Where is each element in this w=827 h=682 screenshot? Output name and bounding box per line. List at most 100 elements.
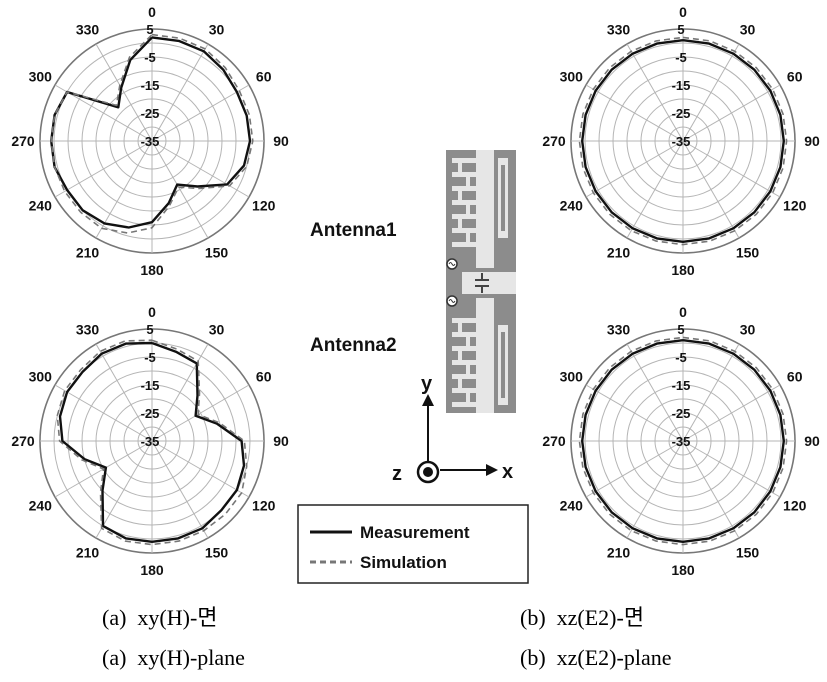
angle-label: 270 (11, 133, 35, 149)
grid-spoke (626, 343, 684, 442)
series-simulation-line (50, 33, 254, 234)
angle-label: 90 (273, 133, 289, 149)
angle-label: 30 (209, 321, 225, 337)
radial-label: -35 (672, 134, 691, 149)
series-measurement-line (581, 339, 785, 543)
series-measurement-line (581, 39, 785, 244)
radial-label: -25 (141, 106, 160, 121)
angle-label: 330 (76, 321, 100, 337)
caption-b-english: (b) xz(E2)-plane (520, 645, 672, 670)
angle-label: 240 (560, 198, 584, 214)
angle-label: 300 (560, 69, 584, 85)
radial-label: -15 (672, 378, 691, 393)
series-simulation-line (578, 336, 788, 546)
angle-label: 150 (205, 245, 229, 261)
grid-spoke (151, 43, 209, 142)
angle-label: 150 (205, 545, 229, 561)
radial-label: -25 (141, 406, 160, 421)
grid-spoke (151, 384, 250, 442)
radial-label: -5 (144, 50, 156, 65)
angle-label: 150 (736, 545, 760, 561)
grid-spoke (95, 43, 153, 142)
grid-spoke (151, 343, 209, 442)
angle-label: 210 (607, 545, 631, 561)
angle-label: 120 (252, 498, 276, 514)
radial-label: -5 (144, 350, 156, 365)
series-simulation-line (578, 36, 788, 246)
grid-spoke (95, 140, 153, 239)
radial-label: -25 (672, 406, 691, 421)
legend-simulation-label: Simulation (360, 553, 447, 572)
grid-spoke (151, 140, 209, 239)
radial-label: -35 (141, 434, 160, 449)
antenna-diagram: Antenna1 Antenna2 y z x (310, 150, 516, 485)
grid-spoke (682, 343, 740, 442)
radial-label: -15 (141, 78, 160, 93)
grid-spoke (682, 140, 781, 198)
grid-spoke (151, 440, 209, 539)
angle-label: 180 (671, 262, 695, 278)
caption-a-korean: (a) xy(H)-면 (102, 605, 218, 630)
antenna1-label: Antenna1 (310, 220, 397, 241)
antenna1-inner-slot (501, 165, 505, 231)
grid-spoke (682, 440, 740, 539)
antenna2-inner-slot (501, 332, 505, 398)
coordinate-axes: y z x (392, 373, 513, 485)
angle-label: 180 (671, 562, 695, 578)
angle-label: 0 (148, 4, 156, 20)
caption-a-english: (a) xy(H)-plane (102, 645, 245, 670)
antenna1-meander (452, 158, 476, 247)
angle-label: 60 (256, 69, 272, 85)
angle-label: 150 (736, 245, 760, 261)
angle-label: 60 (787, 369, 803, 385)
grid-spoke (626, 43, 684, 142)
grid-spoke (151, 84, 250, 142)
angle-label: 300 (560, 369, 584, 385)
axis-y-label: y (421, 373, 433, 395)
angle-label: 210 (607, 245, 631, 261)
angle-label: 300 (29, 69, 53, 85)
angle-label: 30 (209, 21, 225, 37)
grid-spoke (54, 384, 153, 442)
radial-label: -35 (141, 134, 160, 149)
radial-label: 5 (677, 322, 684, 337)
grid-spoke (682, 440, 781, 498)
angle-label: 210 (76, 545, 100, 561)
antenna2-meander (452, 318, 476, 407)
legend-box (297, 504, 529, 584)
series-measurement-line (58, 341, 246, 543)
radial-label: -15 (141, 378, 160, 393)
angle-label: 180 (140, 262, 164, 278)
radial-label: -15 (672, 78, 691, 93)
series-measurement-line (50, 36, 252, 229)
angle-label: 210 (76, 245, 100, 261)
grid-spoke (151, 140, 250, 198)
radial-label: -5 (675, 350, 687, 365)
angle-label: 270 (542, 433, 566, 449)
antenna1-feed-strip (476, 150, 494, 268)
radial-label: -25 (672, 106, 691, 121)
radial-label: -35 (672, 434, 691, 449)
angle-label: 270 (11, 433, 35, 449)
angle-label: 0 (679, 4, 687, 20)
angle-label: 60 (256, 369, 272, 385)
angle-label: 330 (76, 21, 100, 37)
angle-label: 90 (804, 133, 820, 149)
radial-label: 5 (146, 322, 153, 337)
grid-spoke (626, 440, 684, 539)
angle-label: 0 (679, 304, 687, 320)
grid-spoke (585, 84, 684, 142)
series-simulation-line (56, 339, 248, 546)
grid-spoke (682, 140, 740, 239)
angle-label: 120 (783, 498, 807, 514)
angle-label: 60 (787, 69, 803, 85)
angle-label: 270 (542, 133, 566, 149)
angle-label: 330 (607, 21, 631, 37)
angle-label: 240 (29, 498, 53, 514)
radial-label: 5 (146, 22, 153, 37)
coupling-strip (462, 272, 516, 294)
grid-spoke (626, 140, 684, 239)
